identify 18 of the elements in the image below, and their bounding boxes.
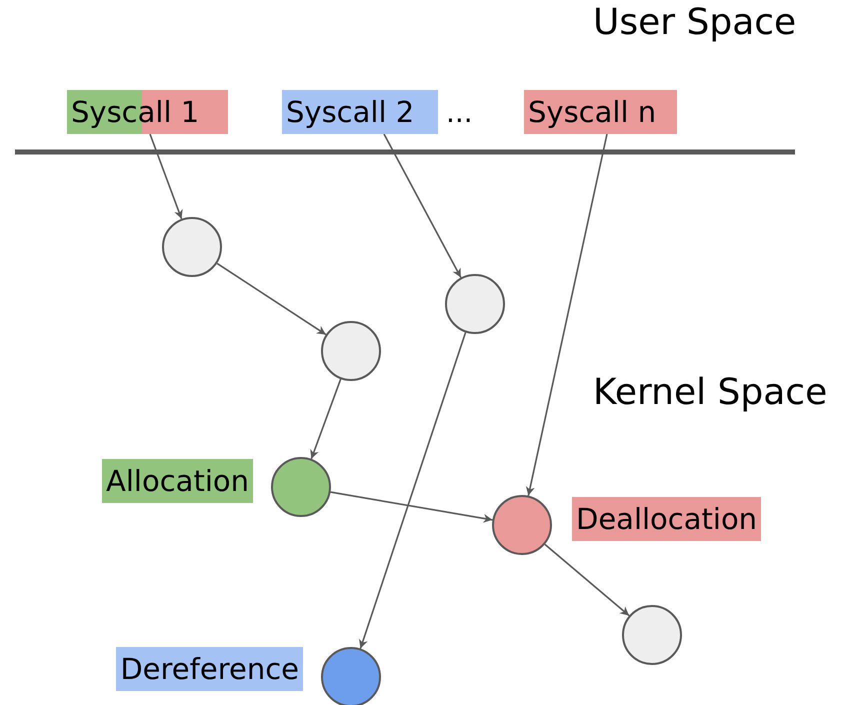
region-label: Kernel Space	[593, 372, 828, 413]
arrow	[544, 544, 630, 616]
arrow	[330, 491, 493, 523]
arrow	[359, 332, 466, 649]
ellipsis: ...	[446, 96, 473, 129]
arrow	[216, 262, 326, 336]
node-caption: Allocation	[102, 459, 253, 503]
region-label: User Space	[593, 2, 796, 43]
syscall-label: Syscall 1	[67, 90, 228, 134]
arrow	[310, 378, 342, 460]
node-caption: Deallocation	[572, 497, 762, 541]
arrow	[383, 134, 462, 278]
arrow	[149, 134, 183, 220]
circle-node	[321, 647, 381, 705]
syscall-label: Syscall 2	[282, 90, 438, 134]
arrow	[526, 134, 608, 496]
node-caption: Dereference	[116, 647, 303, 691]
syscall-label: Syscall n	[524, 90, 677, 134]
